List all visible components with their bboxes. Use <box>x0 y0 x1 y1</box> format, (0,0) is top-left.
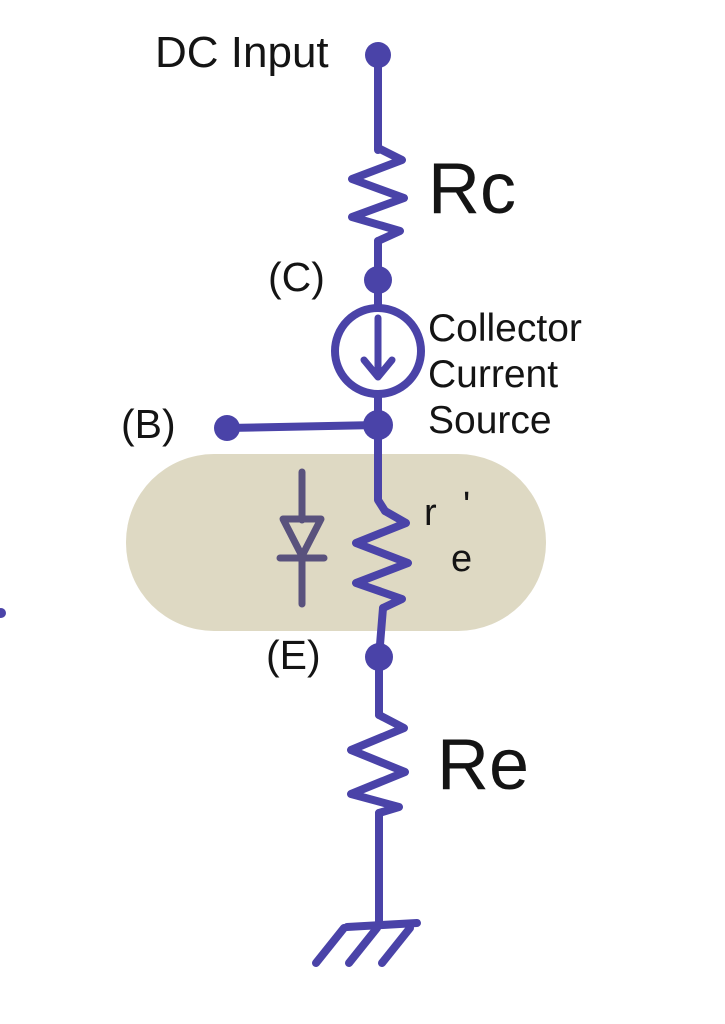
ground-hash-3 <box>312 924 348 967</box>
ground-bar <box>343 919 421 931</box>
resistor-rc-icon <box>348 144 408 245</box>
ground-hash-2 <box>345 924 381 967</box>
ground-hash-1 <box>378 924 414 967</box>
node-b-label: (B) <box>121 401 176 447</box>
re-label: Re <box>437 725 530 805</box>
re-prime-label-prime: ' <box>463 485 471 527</box>
node-b-terminal-dot <box>214 415 240 441</box>
collector-current-source-label: Collector Current Source <box>428 307 582 442</box>
wire-base-stub <box>223 421 382 432</box>
re-prime-label-subscript: e <box>451 538 473 580</box>
resistor-re-prime-icon <box>352 507 412 612</box>
node-c-dot <box>364 266 392 294</box>
node-c-label: (C) <box>268 254 325 300</box>
resistor-re-icon <box>347 711 409 817</box>
re-prime-label-r: r <box>424 492 437 534</box>
highlight-region <box>126 454 546 631</box>
dc-input-label: DC Input <box>155 28 329 77</box>
current-source-arrowhead-icon <box>360 356 396 381</box>
diode-icon <box>279 515 325 560</box>
ground-icon <box>312 919 421 967</box>
left-edge-marker <box>0 608 6 618</box>
dc-input-terminal-dot <box>365 42 391 68</box>
rc-label: Rc <box>428 149 516 229</box>
node-e-dot <box>365 643 393 671</box>
node-b-junction-dot <box>363 410 393 440</box>
wire-b-to-re-prime <box>374 421 389 515</box>
node-e-label: (E) <box>266 632 321 678</box>
